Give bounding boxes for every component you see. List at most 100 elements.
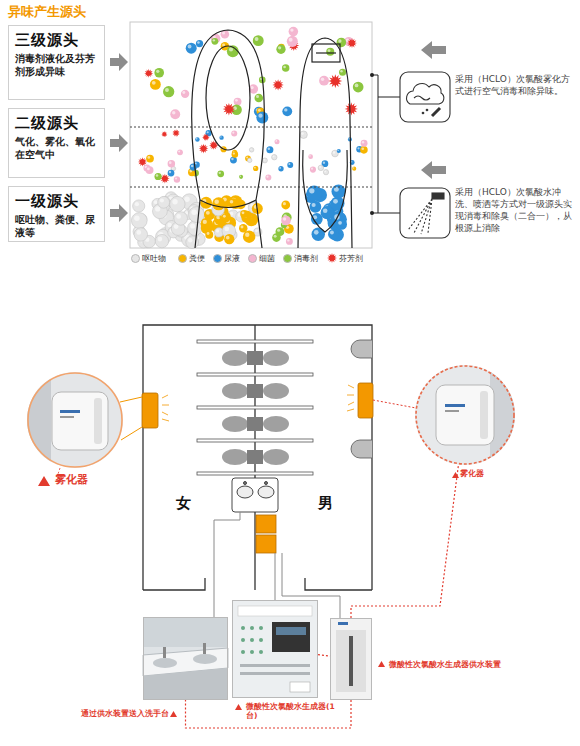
particle-cluster [212,197,225,210]
particle-cluster [232,151,239,158]
legend-item: 芬芳剂 [327,252,363,264]
particle-cluster [276,45,285,54]
particle-cluster [160,198,164,202]
particle-cluster [231,131,237,137]
particle-cluster [268,148,270,150]
particle-cluster [326,48,334,56]
particle-cluster [174,212,188,226]
particle-cluster [167,223,172,228]
mist-icon [426,109,428,111]
spray-icon [432,193,444,199]
particle-cluster [160,174,170,184]
floor-plan-wall [143,512,372,590]
particle-cluster [290,28,293,31]
particle-cluster [168,160,176,168]
particle-cluster [309,201,321,213]
particle-cluster [174,176,180,182]
particle-cluster [287,36,298,47]
particle-cluster [133,200,145,212]
toilet-symbol [255,384,263,398]
particle-cluster [174,212,188,226]
caption-marker [452,472,459,478]
legend-text: 粪便 [189,253,205,264]
spray-icon [400,188,450,238]
particle-cluster [321,78,324,81]
particle-cluster [337,149,341,153]
particle-cluster [338,221,342,225]
particle-cluster [196,40,203,47]
particle-cluster [163,86,174,97]
particle-cluster [256,95,259,98]
generator-photo [241,638,245,642]
particle-cluster [253,166,258,171]
particle-cluster [239,175,243,179]
generator-photo [259,638,263,642]
particle-cluster [222,213,230,221]
source-description: 呕吐物、粪便、尿液等 [15,214,98,239]
particle-cluster [195,137,200,142]
room-label: 男 [318,494,333,513]
toilet-symbol [222,449,248,465]
particle-cluster [217,170,224,177]
particle-cluster [308,154,313,159]
particle-cluster [131,27,367,249]
particle-cluster [306,185,321,200]
particle-cluster [206,211,210,215]
toilet-outline [192,30,265,248]
particle-cluster [214,200,219,205]
toilet-symbol [263,449,289,465]
generator-photo [276,627,306,635]
atomizer-photo [94,398,102,444]
particle-cluster [328,229,339,240]
source-arrow [110,53,128,222]
generator-photo [250,626,254,630]
particle-cluster [319,76,329,86]
particle-cluster [131,213,147,229]
particle-cluster [310,166,316,172]
particle-cluster [190,223,195,228]
particle-cluster [278,166,283,171]
legend-text: 芬芳剂 [339,253,363,264]
particle-cluster [254,167,256,169]
particle-cluster [224,234,234,244]
particle-cluster [150,79,161,90]
particle-cluster [211,38,218,45]
urinal-outline [303,150,348,232]
legend-swatch [213,254,222,263]
particle-cluster [337,149,341,153]
particle-cluster [262,158,267,163]
page-title: 异味产生源头 [8,3,208,21]
source-frame [130,22,372,248]
atomizer-photo [415,365,515,465]
sink-photo [153,658,177,668]
urinal-outline [312,44,340,62]
equipment-caption: 微酸性次氯酸水生成器(1台) [246,702,346,721]
stall-partition [197,340,313,475]
particle-cluster [222,31,225,34]
particle-cluster [168,170,175,177]
generator-symbol [256,535,276,553]
particle-cluster [250,86,253,89]
room-label: 女 [176,494,191,513]
particle-cluster [135,202,139,206]
callout-ring [416,366,514,464]
atomizer-photo [445,404,465,407]
particle-cluster [253,35,264,46]
legend-item: 呕吐物 [131,252,166,264]
legend-item: 细菌 [248,252,275,264]
atomizer-photo [27,372,51,468]
particle-cluster [287,36,298,47]
particle-cluster [217,170,224,177]
pipe-connector [186,700,352,728]
sink-symbol [237,486,253,498]
sink-photo [143,668,228,700]
leader-line [120,397,142,440]
particle-cluster [190,163,197,170]
particle-cluster [172,129,180,137]
particle-cluster [336,219,347,230]
particle-cluster [170,196,185,211]
toilet-symbol [222,350,289,465]
atomizer-symbol [142,383,373,428]
particle-cluster [361,140,368,147]
particle-cluster [232,151,239,158]
